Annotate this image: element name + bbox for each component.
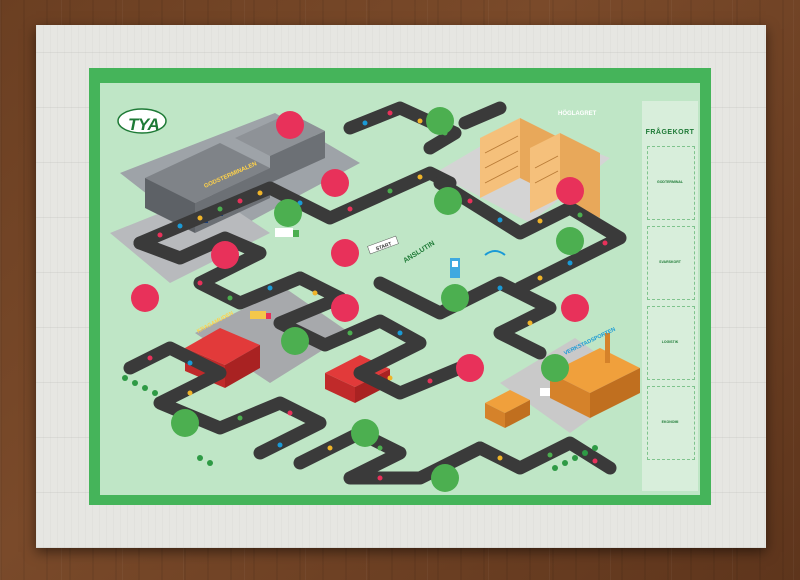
start-label: START — [375, 241, 392, 252]
card-slot-1 — [647, 146, 695, 220]
card-slot-2 — [647, 226, 695, 300]
card-slot-4-label: EKONOMI — [661, 420, 679, 424]
card-slot-1-label: GODTERMINAL — [656, 180, 684, 184]
question-card-sidebar: FRÅGEKORT GODTERMINAL SVARSKORT LOGISTIK… — [642, 101, 698, 491]
hoglagret-warehouse: HÖGLAGRET — [480, 110, 600, 218]
trees — [122, 375, 598, 471]
hedge-sign: ANSLUTIN — [402, 240, 436, 265]
card-slot-4 — [647, 386, 695, 460]
board-illustration: GODSTERMINALEN — [110, 101, 640, 492]
brand-name: TYA — [128, 115, 160, 134]
start-area: START ANSLUTIN — [367, 235, 506, 278]
speech-bubbles — [131, 107, 589, 492]
board-area: GODSTERMINALEN — [100, 83, 700, 495]
card-slot-3 — [647, 306, 695, 380]
hoglagret-label: HÖGLAGRET — [558, 110, 597, 117]
sidebar-title: FRÅGEKORT — [645, 129, 695, 136]
tya-logo — [116, 105, 168, 137]
card-slot-2-label: SVARSKORT — [659, 260, 681, 264]
game-board-poster: GODSTERMINALEN — [89, 68, 711, 505]
top-rules-strip — [89, 68, 711, 82]
card-slot-3-label: LOGISTIK — [661, 340, 679, 344]
